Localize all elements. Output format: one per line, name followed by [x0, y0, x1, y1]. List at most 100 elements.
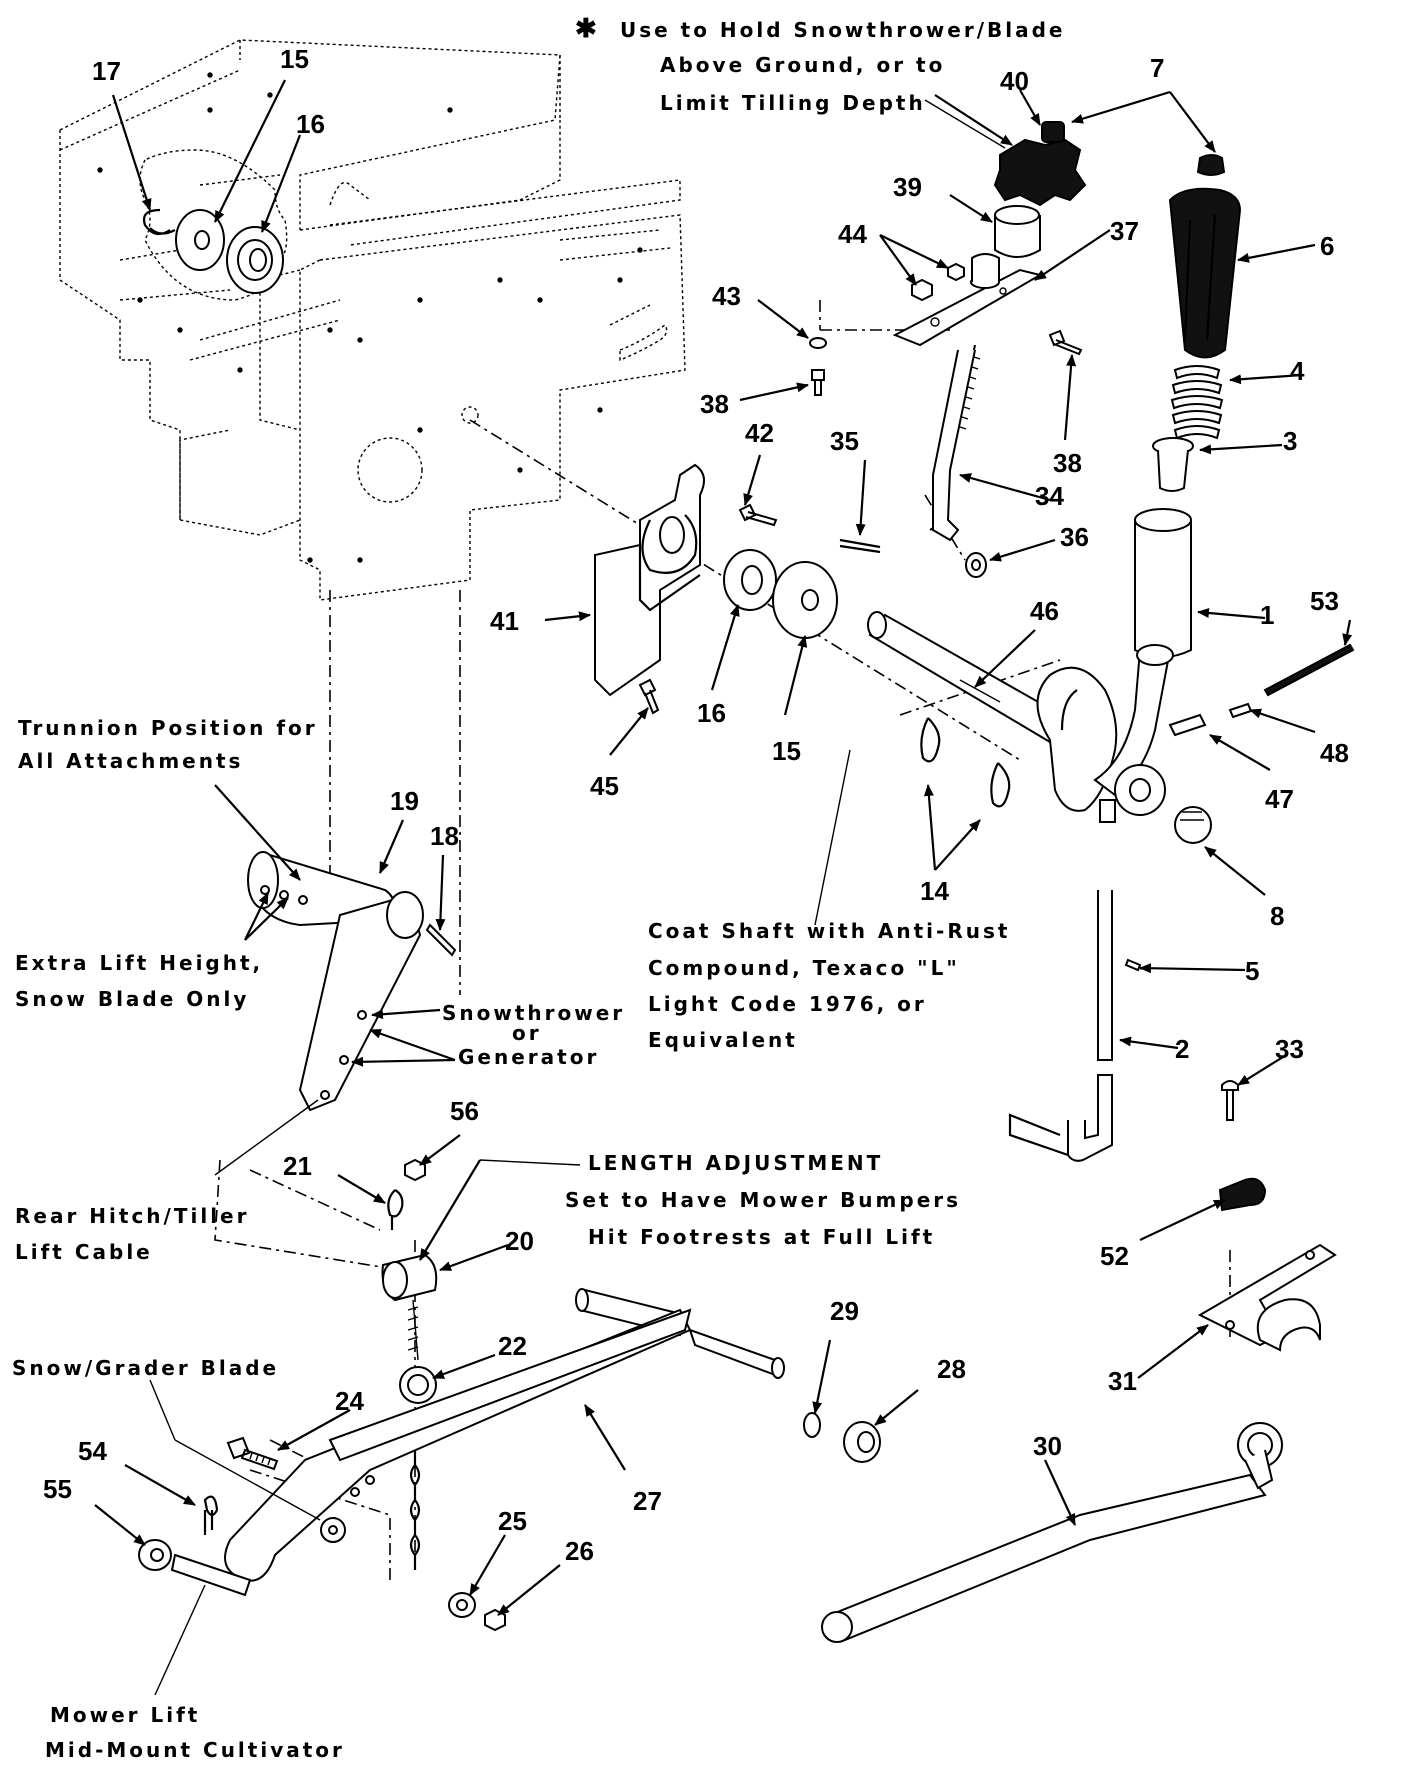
coat-note-line3: Light Code 1976, or — [648, 992, 927, 1016]
part-number-26: 26 — [565, 1536, 594, 1566]
washers-16-15-shaft — [723, 549, 838, 639]
length-note-line3: Hit Footrests at Full Lift — [588, 1225, 935, 1249]
part-number-16: 16 — [296, 109, 325, 139]
part-number-19: 19 — [390, 786, 419, 816]
part-number-53: 53 — [1310, 586, 1339, 616]
nut-56-pin-21-trunnion-20 — [381, 1158, 438, 1302]
washer-25-nut-26 — [448, 1592, 506, 1632]
cap-8 — [1174, 806, 1212, 844]
star-note-line2: Above Ground, or to — [660, 53, 945, 77]
trunnion-note-line2: All Attachments — [18, 749, 243, 773]
extra-lift-line2: Snow Blade Only — [15, 987, 249, 1011]
coat-note-line2: Compound, Texaco "L" — [648, 956, 960, 980]
part-number-14: 14 — [920, 876, 949, 906]
part-number-7: 7 — [1150, 53, 1164, 83]
part-number-29: 29 — [830, 1296, 859, 1326]
lift-bar-30 — [821, 1422, 1283, 1643]
part-number-17: 17 — [92, 56, 121, 86]
part-number-1: 1 — [1260, 600, 1274, 630]
part-number-38: 38 — [700, 389, 729, 419]
part-number-39: 39 — [893, 172, 922, 202]
part-number-31: 31 — [1108, 1366, 1137, 1396]
mower-lift-line2: Mid-Mount Cultivator — [45, 1738, 345, 1762]
part-number-43: 43 — [712, 281, 741, 311]
part-number-52: 52 — [1100, 1241, 1129, 1271]
part-number-15: 15 — [280, 44, 309, 74]
part-number-48: 48 — [1320, 738, 1349, 768]
part-number-46: 46 — [1030, 596, 1059, 626]
trunnion-19 — [247, 851, 457, 1112]
washer-43-screws-38 — [809, 329, 1083, 396]
hairpins-14 — [920, 717, 1011, 808]
rear-hitch-line1: Rear Hitch/Tiller — [15, 1204, 249, 1228]
part-number-54: 54 — [78, 1436, 107, 1466]
star-note-line3: Limit Tilling Depth — [660, 91, 926, 115]
rod-2-pin-5 — [1008, 890, 1142, 1162]
part-number-28: 28 — [937, 1354, 966, 1384]
part-number-15-lower: 15 — [772, 736, 801, 766]
part-number-56: 56 — [450, 1096, 479, 1126]
mower-lift-line1: Mower Lift — [50, 1703, 200, 1727]
part-number-45: 45 — [590, 771, 619, 801]
leader-arrows — [94, 79, 1353, 1696]
part-number-55: 55 — [43, 1474, 72, 1504]
extra-lift-line1: Extra Lift Height, — [15, 951, 263, 975]
tractor-frame-phantom — [59, 39, 686, 601]
part-number-25: 25 — [498, 1506, 527, 1536]
bolt-24-pin-54-washer-55 — [138, 1436, 279, 1597]
part-number-35: 35 — [830, 426, 859, 456]
bracket-37 — [892, 253, 1043, 347]
snow-grader-label: Snow/Grader Blade — [12, 1356, 279, 1380]
bracket-41-screws — [594, 463, 778, 715]
part-number-27: 27 — [633, 1486, 662, 1516]
part-number-6: 6 — [1320, 231, 1334, 261]
rear-hitch-line2: Lift Cable — [15, 1240, 153, 1264]
part-number-37: 37 — [1110, 216, 1139, 246]
part-number-4: 4 — [1290, 356, 1305, 386]
star-symbol: ✱ — [575, 13, 597, 43]
snowthrower-label: Snowthrower — [442, 1001, 625, 1025]
part-number-18: 18 — [430, 821, 459, 851]
nuts-44 — [911, 262, 965, 302]
cotter-35-washer-36 — [839, 538, 987, 578]
coat-note-line4: Equivalent — [648, 1028, 798, 1052]
star-note-line1: Use to Hold Snowthrower/Blade — [620, 18, 1066, 42]
part-number-44: 44 — [838, 219, 867, 249]
coat-note-line1: Coat Shaft with Anti-Rust — [648, 919, 1010, 943]
part-number-36: 36 — [1060, 522, 1089, 552]
chain-22 — [399, 1299, 437, 1570]
generator-label: Generator — [458, 1045, 599, 1069]
length-note-line2: Set to Have Mower Bumpers — [565, 1188, 961, 1212]
washer-29-bushing-28 — [803, 1412, 881, 1463]
shaft-46-lever — [867, 611, 1174, 823]
or-label: or — [512, 1021, 542, 1045]
length-note-line1: LENGTH ADJUSTMENT — [588, 1151, 883, 1175]
pins-47-48-53 — [1168, 643, 1355, 737]
part-number-8: 8 — [1270, 901, 1284, 931]
spacer-39 — [994, 205, 1041, 258]
part-number-24: 24 — [335, 1386, 364, 1416]
part-number-3: 3 — [1283, 426, 1297, 456]
knob-40 — [993, 121, 1087, 207]
part-number-34: 34 — [1035, 481, 1064, 511]
part-number-42: 42 — [745, 418, 774, 448]
trunnion-note-line1: Trunnion Position for — [18, 716, 318, 740]
part-number-33: 33 — [1275, 1034, 1304, 1064]
part-number-40: 40 — [1000, 66, 1029, 96]
lift-arm-27 — [224, 1288, 785, 1582]
bolt-33-clip-52-bracket-31 — [1197, 1080, 1337, 1352]
clip-17-washer-15-bushing-16 — [142, 208, 284, 294]
notes: ✱ Use to Hold Snowthrower/Blade Above Gr… — [12, 13, 1066, 1762]
handle-parts — [1134, 154, 1242, 658]
part-number-30: 30 — [1033, 1431, 1062, 1461]
part-number-47: 47 — [1265, 784, 1294, 814]
part-number-41: 41 — [490, 606, 519, 636]
part-number-5: 5 — [1245, 956, 1259, 986]
rod-34 — [929, 344, 981, 542]
part-number-20: 20 — [505, 1226, 534, 1256]
part-number-2: 2 — [1175, 1034, 1189, 1064]
part-numbers: 17 15 16 40 7 39 44 37 6 43 38 38 4 3 42… — [43, 44, 1349, 1566]
part-number-22: 22 — [498, 1331, 527, 1361]
part-number-21: 21 — [283, 1151, 312, 1181]
